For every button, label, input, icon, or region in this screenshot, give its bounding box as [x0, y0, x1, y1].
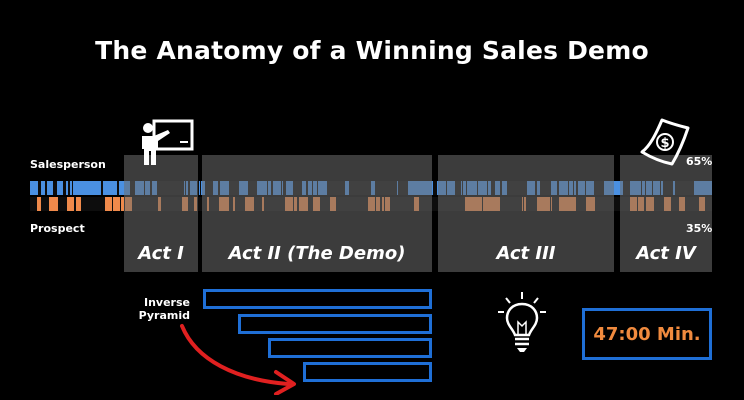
- lightbulb-icon: [498, 292, 546, 352]
- act-panel-1: Act I: [124, 155, 198, 272]
- svg-text:$: $: [660, 136, 669, 151]
- pyramid-level-2: [238, 314, 432, 334]
- pyramid-level-3: [268, 338, 432, 358]
- demo-duration-box: 47:00 Min.: [582, 308, 712, 360]
- act-2-label: Act II (The Demo): [228, 243, 406, 264]
- act-3-label: Act III: [496, 243, 556, 264]
- prospect-pct: 35%: [686, 222, 713, 235]
- salesperson-label: Salesperson: [30, 158, 106, 171]
- pyramid-label-line2: Pyramid: [138, 309, 190, 322]
- presenter-icon: [142, 119, 194, 165]
- salesperson-pct: 65%: [686, 155, 713, 168]
- money-icon: $: [640, 118, 690, 166]
- act-panel-2: Act II (The Demo): [202, 155, 432, 272]
- act-4-label: Act IV: [636, 243, 696, 264]
- act-1-label: Act I: [138, 243, 184, 264]
- demo-duration: 47:00 Min.: [593, 323, 701, 345]
- act-panel-4: Act IV: [620, 155, 712, 272]
- pyramid-level-1: [203, 289, 432, 309]
- arrow-icon: [180, 324, 296, 395]
- pyramid-label-line1: Inverse: [144, 296, 190, 309]
- inverse-pyramid-label: Inverse Pyramid: [130, 296, 190, 322]
- pyramid-level-4: [303, 362, 432, 382]
- page-title: The Anatomy of a Winning Sales Demo: [95, 36, 649, 65]
- prospect-label: Prospect: [30, 222, 85, 235]
- act-panel-3: Act III: [438, 155, 614, 272]
